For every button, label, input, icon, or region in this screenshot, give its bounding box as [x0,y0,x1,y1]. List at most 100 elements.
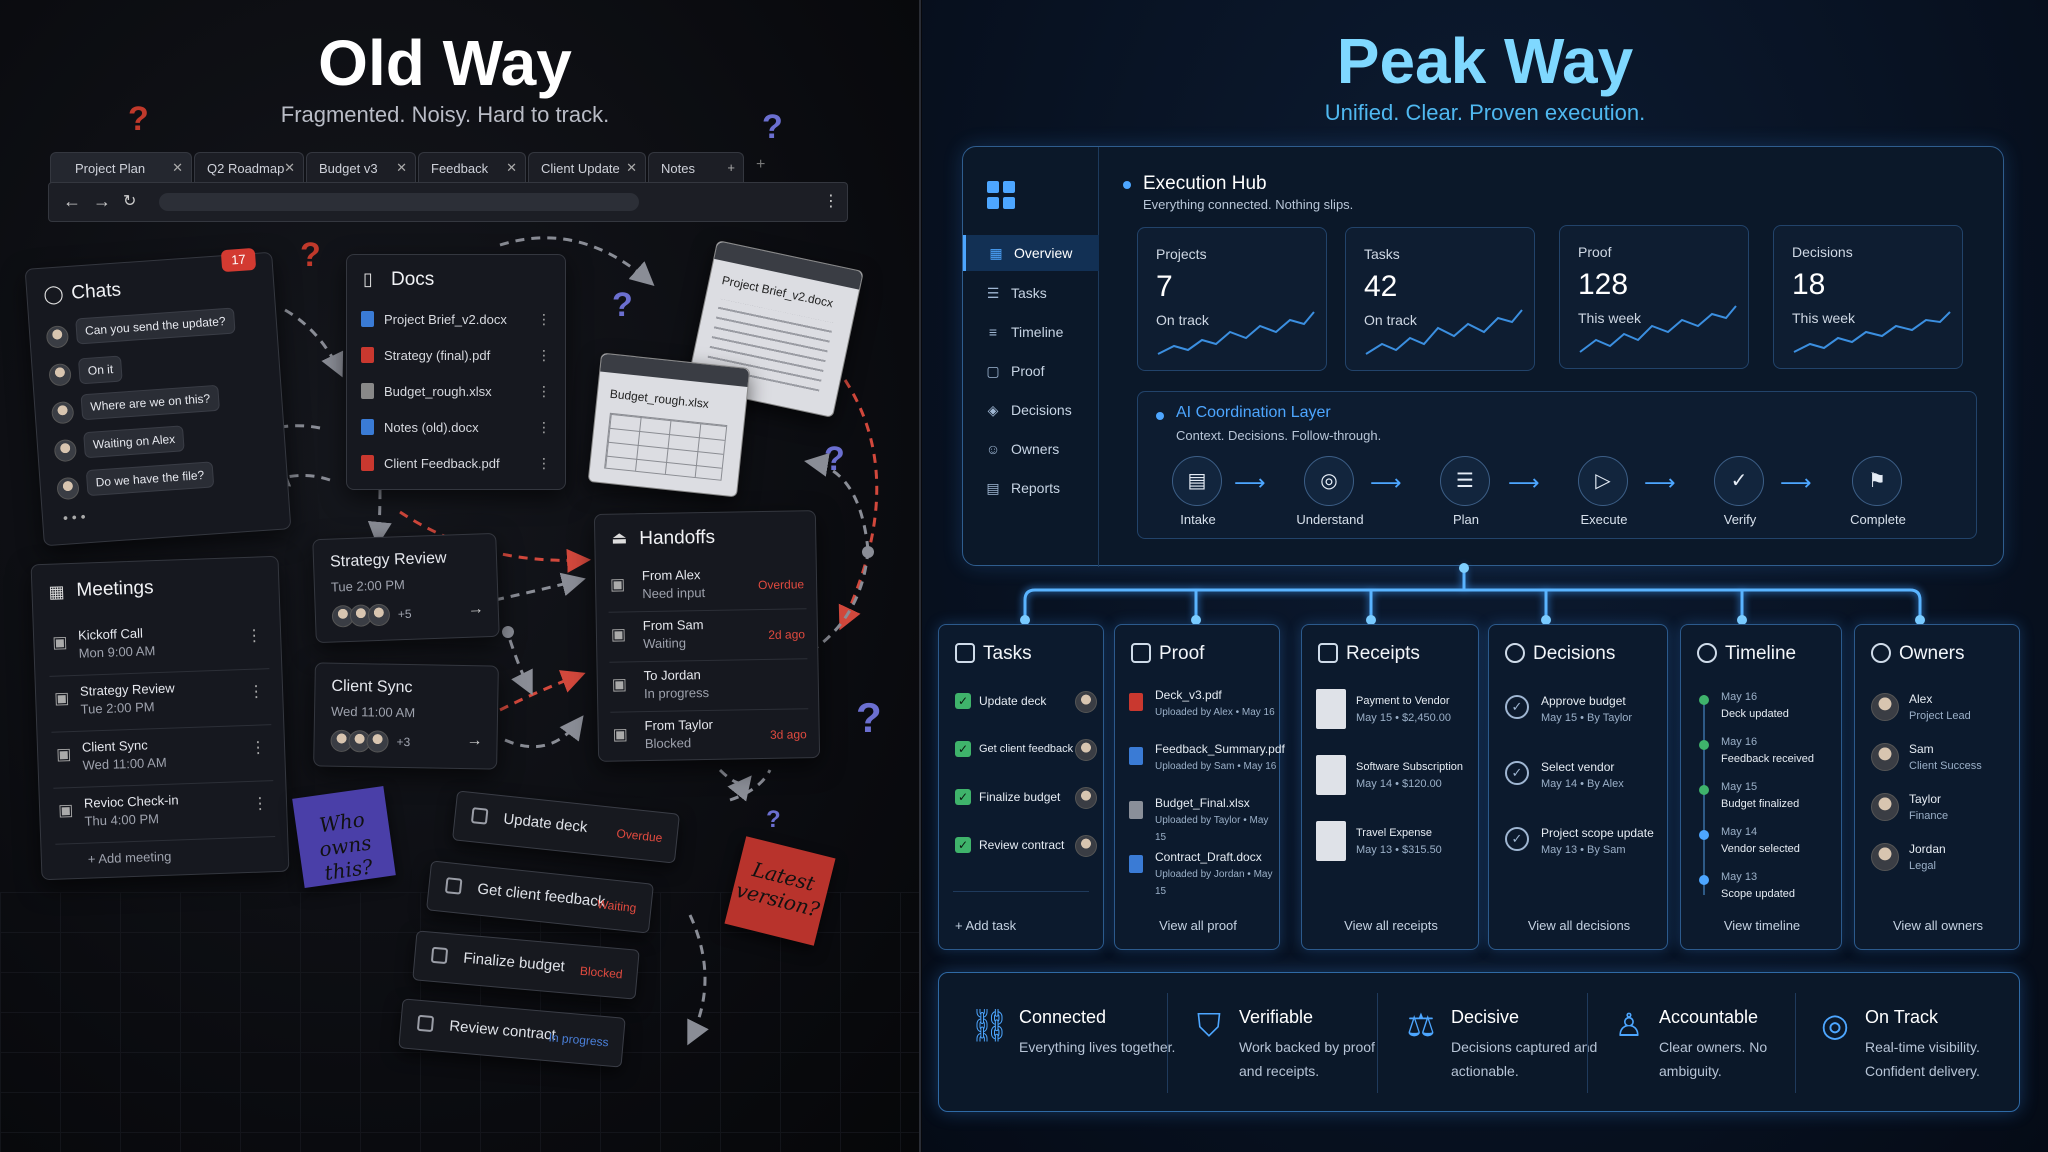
check-circle-icon: ✓ [1714,456,1764,506]
close-icon[interactable]: ✕ [396,160,407,175]
question-mark-icon: ? [856,694,882,741]
peak-way-title: Peak Way [1336,25,1634,97]
tab-budget-v3[interactable]: Budget v3 ✕ [306,152,416,184]
tab-q2-roadmap[interactable]: Q2 Roadmap✕ [194,152,304,184]
forward-icon[interactable]: → [93,191,111,211]
sidebar-item-proof[interactable]: ▢Proof [963,353,1099,389]
column-title: Timeline [1725,643,1797,664]
file-name: Project Brief_v2.docx [384,312,507,327]
back-icon[interactable]: ← [63,191,81,211]
pdf-file-icon [361,455,374,471]
checkbox-icon [955,643,975,663]
add-task-button[interactable]: + Add task [955,918,1017,933]
close-icon[interactable]: ✕ [284,160,295,175]
avatar [1075,787,1097,809]
more-icon[interactable]: ⋮ [537,419,551,435]
stat-value: 42 [1364,270,1398,303]
sidebar-item-overview[interactable]: ▦Overview [963,235,1099,271]
more-icon[interactable]: ⋮ [537,347,551,363]
close-icon[interactable]: ✕ [506,160,517,175]
flag-icon: ⚑ [1852,456,1902,506]
hub-subtitle: Everything connected. Nothing slips. [1143,197,1354,212]
view-all-receipts-link[interactable]: View all receipts [1344,918,1438,933]
more-icon[interactable]: ⋮ [537,311,551,327]
flow-step-label: Plan [1452,512,1480,527]
column-title: Owners [1899,643,1965,664]
more-icon[interactable]: ⋮ [537,455,551,471]
close-icon[interactable]: ✕ [172,160,183,175]
tab-project-plan[interactable]: Project Plan ✕ [50,152,192,184]
divider [1377,993,1378,1093]
plus-icon[interactable]: + [727,160,735,175]
tab-feedback[interactable]: Feedback✕ [418,152,526,184]
sidebar-item-timeline[interactable]: ≡Timeline [963,314,1099,350]
checked-checkbox[interactable]: ✓ [955,789,971,805]
new-tab-icon[interactable]: + [756,156,766,173]
close-icon[interactable]: ✕ [626,160,637,175]
view-all-owners-link[interactable]: View all owners [1892,918,1984,933]
doc-file[interactable]: Strategy (final).pdf [361,347,490,363]
checked-checkbox[interactable]: ✓ [955,693,971,709]
tab-notes[interactable]: Notes+ [648,152,744,184]
sidebar-item-owners[interactable]: ☺Owners [963,431,1099,467]
sidebar-item-reports[interactable]: ▤Reports [963,470,1099,506]
feature-desc: Clear owners. No ambiguity. [1659,1039,1768,1079]
sidebar-item-tasks[interactable]: ☰Tasks [963,275,1099,311]
file-name: Deck_v3.pdf [1155,688,1222,702]
doc-file[interactable]: Client Feedback.pdf [361,455,500,471]
tab-label: Budget v3 [319,161,378,176]
arrow-right-icon: ⟶ [1644,470,1676,495]
checked-checkbox[interactable]: ✓ [955,741,971,757]
divider [1167,993,1168,1093]
link-icon: ⛓ [969,1007,1010,1043]
avatar [1871,693,1899,721]
stat-caption: This week [1792,310,1856,326]
address-bar[interactable] [159,193,639,211]
more-icon[interactable]: ⋮ [537,383,551,399]
doc-file[interactable]: Project Brief_v2.docx [361,311,507,327]
tab-label: Q2 Roadmap [207,161,285,176]
menu-icon[interactable]: ⋮ [823,193,839,210]
decision-meta: May 15 • By Taylor [1541,712,1633,724]
sidebar-item-decisions[interactable]: ◈Decisions [963,392,1099,428]
doc-file[interactable]: Notes (old).docx [361,419,479,435]
users-icon [1871,643,1891,663]
owner-name: Sam [1909,742,1934,756]
view-all-decisions-link[interactable]: View all decisions [1527,918,1631,933]
tab-client-update[interactable]: Client Update✕ [528,152,646,184]
view-timeline-link[interactable]: View timeline [1723,918,1801,933]
checked-checkbox[interactable]: ✓ [955,837,971,853]
timeline-dot [1699,830,1709,840]
sidebar-label: Overview [1014,245,1073,261]
view-all-proof-link[interactable]: View all proof [1159,918,1237,933]
feature-title: On Track [1865,1007,1939,1027]
reload-icon[interactable]: ↻ [123,193,137,210]
doc-file[interactable]: Budget_rough.xlsx [361,383,492,399]
tab-label: Project Plan [75,161,146,176]
